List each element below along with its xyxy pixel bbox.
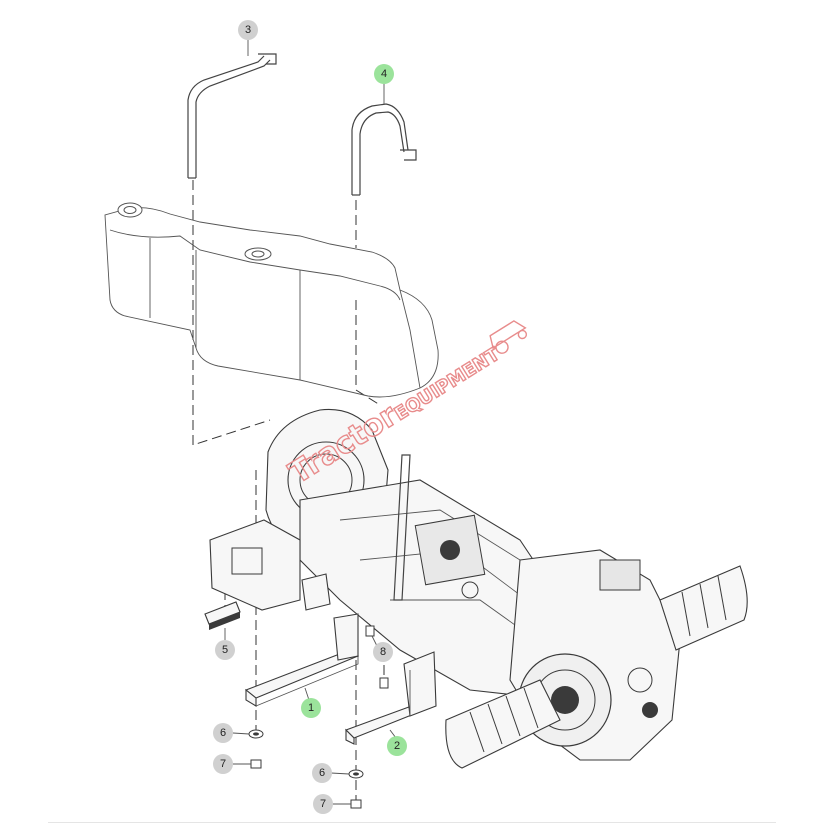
callout-5: 5 bbox=[215, 640, 235, 660]
svg-text:EQUIPMENT: EQUIPMENT bbox=[391, 343, 504, 425]
callout-2-label: 2 bbox=[394, 740, 400, 752]
bottom-divider bbox=[48, 822, 776, 823]
callout-8-label: 8 bbox=[380, 646, 386, 658]
rubber-pad-5 bbox=[204, 601, 241, 630]
callout-1-label: 1 bbox=[308, 702, 314, 714]
callout-4: 4 bbox=[374, 64, 394, 84]
callout-6-right: 6 bbox=[312, 763, 332, 783]
callout-6-left: 6 bbox=[213, 723, 233, 743]
nut-7-right bbox=[350, 799, 362, 809]
callout-3: 3 bbox=[238, 20, 258, 40]
callout-7-right-label: 7 bbox=[320, 798, 326, 810]
callout-7-right: 7 bbox=[313, 794, 333, 814]
callout-8: 8 bbox=[373, 642, 393, 662]
callout-6-right-label: 6 bbox=[319, 767, 325, 779]
callout-5-label: 5 bbox=[222, 644, 228, 656]
support-bracket-1 bbox=[244, 613, 360, 707]
bolt-8 bbox=[365, 625, 389, 689]
callout-3-label: 3 bbox=[245, 24, 251, 36]
callout-4-label: 4 bbox=[381, 68, 387, 80]
fuel-tank bbox=[104, 202, 439, 398]
tank-strap-4 bbox=[351, 103, 417, 196]
callout-leaders bbox=[224, 40, 397, 805]
support-bracket-2 bbox=[345, 651, 437, 745]
tank-strap-3 bbox=[187, 53, 277, 179]
washer-6-right bbox=[348, 769, 364, 779]
transmission-housing bbox=[209, 408, 748, 769]
callout-6-left-label: 6 bbox=[220, 727, 226, 739]
washer-6-left bbox=[248, 729, 264, 739]
callout-2: 2 bbox=[387, 736, 407, 756]
callout-1: 1 bbox=[301, 698, 321, 718]
callout-7-left: 7 bbox=[213, 754, 233, 774]
callout-7-left-label: 7 bbox=[220, 758, 226, 770]
nut-7-left bbox=[250, 759, 262, 769]
